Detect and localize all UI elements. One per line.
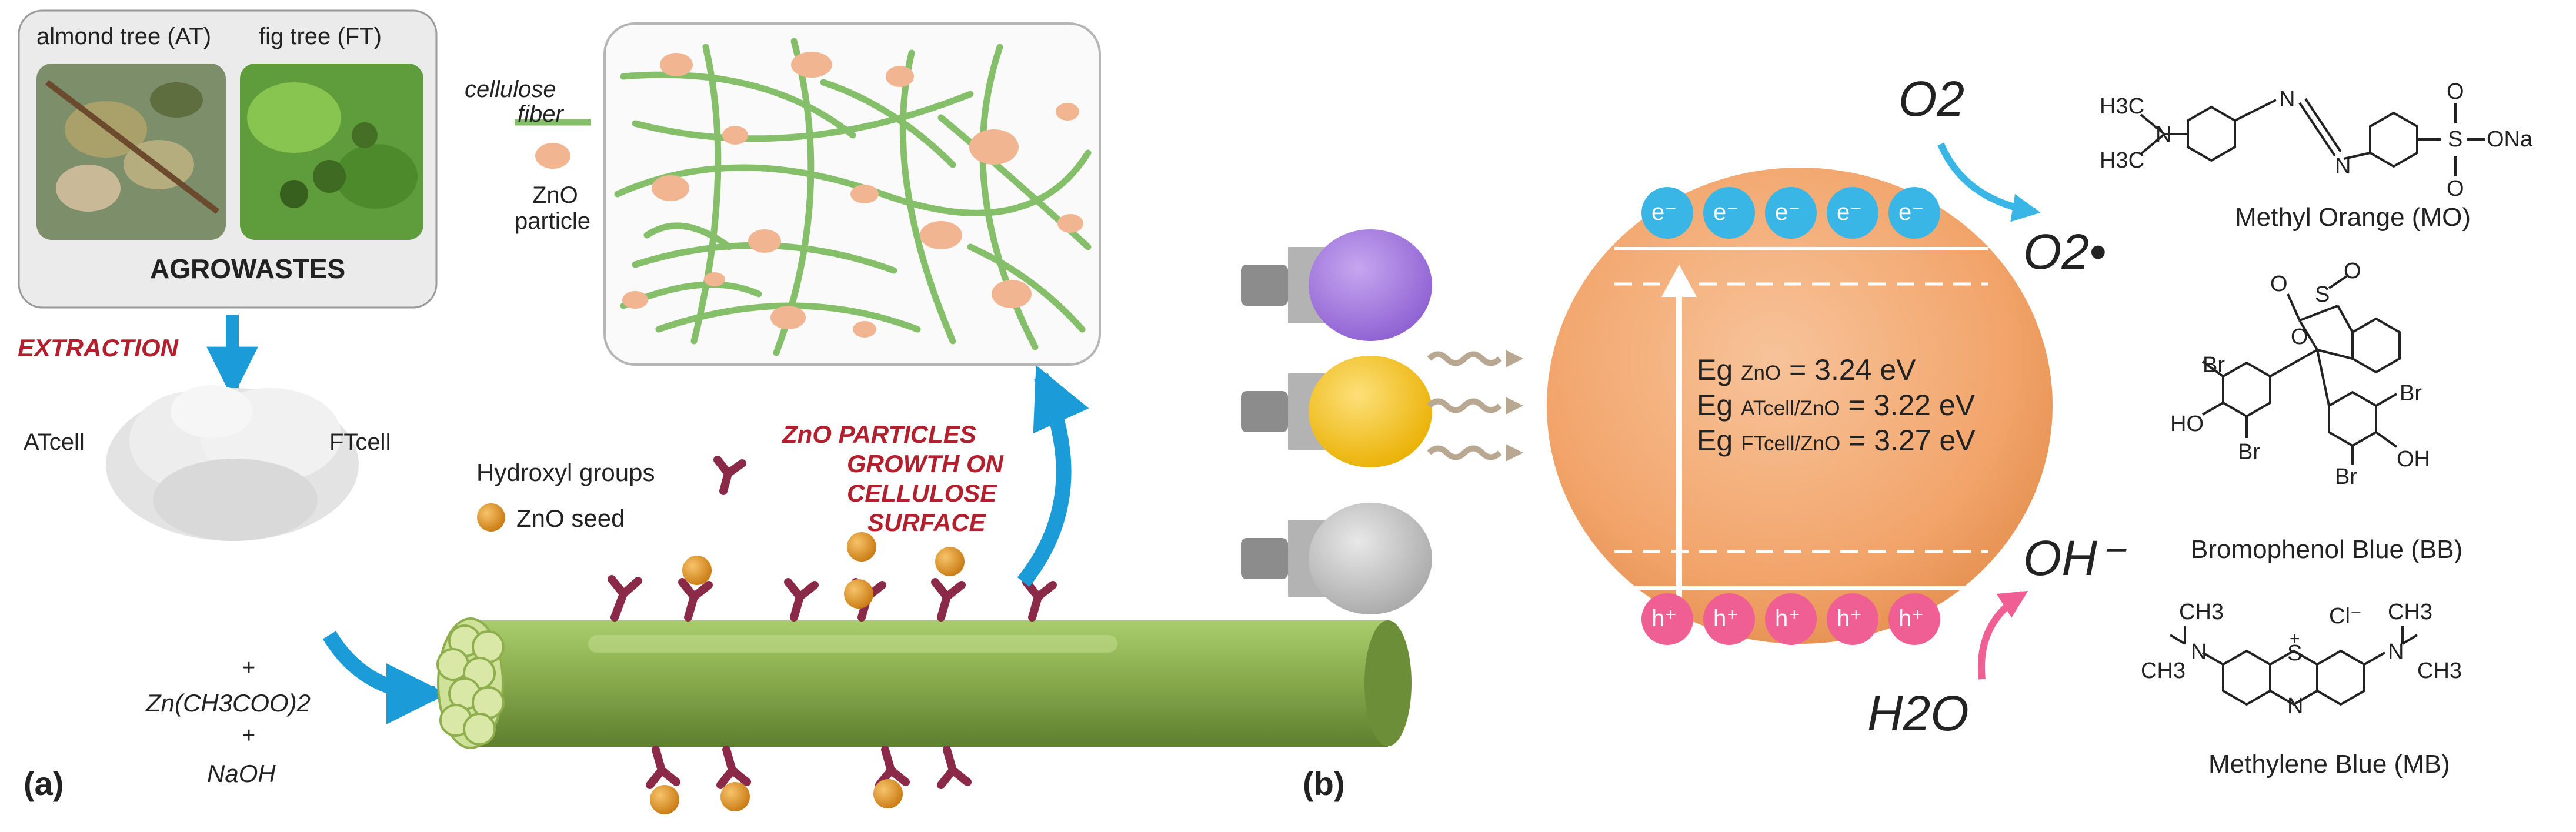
hole-5: h⁺ — [1898, 606, 1924, 631]
ftcell-label: FTcell — [329, 429, 391, 455]
bb-oh: OH — [2397, 447, 2430, 472]
to-fiber-arrow — [322, 631, 448, 724]
growth-line-1: ZnO PARTICLES — [782, 420, 976, 448]
hydroxyl-groups — [608, 575, 1057, 789]
electron-1: e⁻ — [1651, 199, 1677, 225]
mb-n-right: N — [2388, 640, 2404, 664]
methylene-blue-structure — [2169, 626, 2418, 706]
plus-sign-1: + — [242, 656, 256, 680]
bb-br-4: Br — [2335, 465, 2357, 489]
excitation-arrowhead — [1661, 265, 1697, 297]
mo-name: Methyl Orange (MO) — [2235, 203, 2471, 232]
electron-2: e⁻ — [1713, 199, 1739, 225]
mo-h3c-top: H3C — [2100, 94, 2145, 119]
hole-1: h⁺ — [1651, 606, 1677, 631]
electron-5: e⁻ — [1898, 199, 1924, 225]
h2o-label: H2O — [1867, 686, 1969, 741]
eg-ftcell-zno: Eg FTcell/ZnO = 3.27 eV — [1697, 424, 1976, 457]
growth-line-4: SURFACE — [867, 509, 986, 536]
electron-3: e⁻ — [1775, 199, 1801, 225]
purple-bulb — [1241, 229, 1432, 341]
growth-line-2: GROWTH ON — [847, 450, 1003, 477]
bb-ho: HO — [2170, 412, 2204, 436]
mo-n-azo-2: N — [2335, 154, 2351, 179]
particle-legend-line1: ZnO — [532, 182, 578, 208]
o2-radical-label: O2• — [2023, 224, 2107, 279]
mb-ch3-right: CH3 — [2388, 600, 2433, 624]
mo-h3c-bottom: H3C — [2100, 148, 2145, 173]
bb-s: S — [2315, 282, 2330, 307]
extraction-label: EXTRACTION — [18, 334, 178, 362]
yellow-bulb — [1241, 356, 1432, 467]
mo-n-azo-1: N — [2279, 87, 2295, 112]
electrons — [1641, 187, 1940, 239]
light-waves — [1427, 351, 1502, 460]
hole-3: h⁺ — [1775, 606, 1801, 631]
mo-ona: ONa — [2487, 127, 2533, 152]
eg-atcell-zno: Eg ATcell/ZnO = 3.22 eV — [1697, 389, 1976, 422]
h2o-oxidation-arrow — [1977, 590, 2028, 680]
mb-cl: Cl⁻ — [2329, 604, 2362, 629]
agrowastes-title: AGROWASTES — [150, 253, 346, 284]
hole-4: h⁺ — [1837, 606, 1863, 631]
bb-br-1: Br — [2203, 353, 2225, 377]
o2-reduction-arrow — [1937, 142, 2041, 222]
mb-ch3-left: CH3 — [2179, 600, 2224, 624]
seed-legend-icon — [477, 503, 505, 532]
methyl-orange-structure — [2140, 98, 2485, 176]
mb-n-left: N — [2191, 640, 2207, 664]
mo-n-left: N — [2155, 122, 2172, 147]
bb-br-2: Br — [2238, 440, 2260, 465]
plus-sign-2: + — [242, 723, 256, 748]
growth-arrow — [1017, 365, 1089, 587]
mb-plus: + — [2290, 629, 2300, 649]
wave-arrowheads — [1506, 350, 1523, 462]
mo-o-bottom: O — [2447, 176, 2464, 201]
mb-ch3-right-2: CH3 — [2417, 659, 2462, 683]
almond-tree-label: almond tree (AT) — [36, 24, 212, 49]
hydroxyl-legend-icon — [713, 456, 746, 495]
oh-label: OH⁻ — [2023, 530, 2124, 586]
gray-bulb — [1241, 503, 1432, 614]
almond-tree-photo — [36, 64, 226, 240]
bromophenol-blue-structure — [2201, 275, 2401, 465]
zno-particles-network — [622, 52, 1083, 338]
zno-seeds — [650, 532, 965, 814]
panel-b-label: (b) — [1303, 765, 1345, 802]
cellulose-fluff — [106, 385, 359, 541]
particle-legend-line2: particle — [515, 208, 590, 234]
growth-line-3: CELLULOSE — [847, 479, 997, 507]
bb-o-top-right: O — [2344, 259, 2361, 283]
mo-o-top: O — [2447, 79, 2464, 104]
fig-tree-photo — [240, 64, 423, 240]
fig-tree-label: fig tree (FT) — [259, 24, 382, 49]
fiber-legend-line1: cellulose — [465, 76, 556, 102]
mb-s: S — [2287, 641, 2303, 666]
zinc-acetate-label: Zn(CH3COO)2 — [146, 689, 311, 717]
holes — [1641, 593, 1940, 645]
mb-n-center: N — [2287, 694, 2304, 719]
eg-zno: Eg ZnO = 3.24 eV — [1697, 353, 1916, 386]
mo-s: S — [2448, 127, 2463, 152]
mb-ch3-left-2: CH3 — [2141, 659, 2186, 683]
atcell-label: ATcell — [24, 429, 85, 455]
naoh-label: NaOH — [207, 760, 276, 787]
electron-4: e⁻ — [1837, 199, 1863, 225]
bb-br-3: Br — [2400, 381, 2422, 406]
bb-name: Bromophenol Blue (BB) — [2191, 535, 2463, 564]
mb-name: Methylene Blue (MB) — [2208, 750, 2450, 778]
particle-legend-icon — [535, 143, 570, 169]
bb-o-ring: O — [2291, 325, 2308, 349]
zno-seed-label: ZnO seed — [516, 504, 625, 532]
o2-label: O2 — [1898, 71, 1965, 126]
fiber-legend-line2: fiber — [518, 101, 563, 127]
panel-a-label: (a) — [24, 765, 64, 802]
bb-o-top-left: O — [2270, 272, 2288, 296]
hole-2: h⁺ — [1713, 606, 1739, 631]
cellulose-fiber-bundle — [436, 617, 1412, 749]
hydroxyl-groups-label: Hydroxyl groups — [476, 459, 655, 486]
